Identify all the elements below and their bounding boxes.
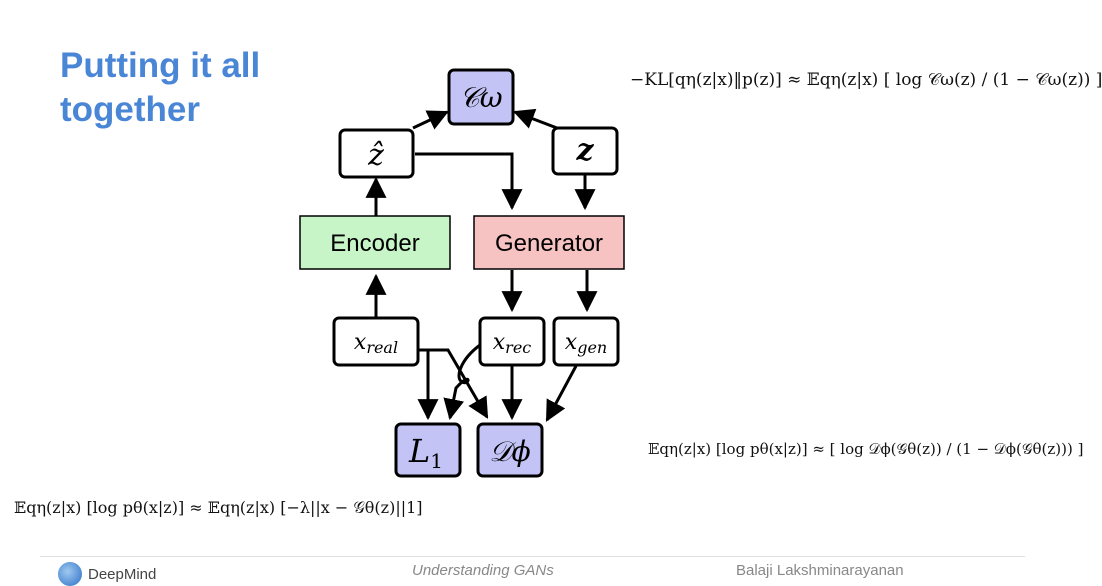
slide-title-line1: Putting it all bbox=[60, 46, 261, 85]
footer-divider bbox=[40, 556, 1025, 557]
svg-text:𝒞ω: 𝒞ω bbox=[459, 81, 502, 114]
svg-text:xrec: xrec bbox=[493, 330, 532, 357]
edge-xgen-to-dphi bbox=[545, 365, 578, 422]
svg-text:xgen: xgen bbox=[565, 330, 607, 357]
edge-zhat-to-comega bbox=[412, 110, 449, 130]
svg-text:Encoder: Encoder bbox=[330, 230, 419, 257]
footer-logo: DeepMind bbox=[58, 562, 156, 586]
node-encoder: Encoder bbox=[299, 215, 451, 270]
svg-text:𝒟ϕ: 𝒟ϕ bbox=[489, 435, 530, 468]
diagram-edges bbox=[365, 108, 598, 422]
edge-xreal-to-dphi bbox=[418, 348, 489, 419]
node-x-gen: xgen bbox=[552, 316, 620, 367]
footer-talk-title: Understanding GANs bbox=[412, 562, 554, 579]
svg-text:z: z bbox=[575, 133, 594, 168]
slide-title-line2: together bbox=[60, 90, 200, 129]
edge-zhat-to-generator bbox=[415, 152, 523, 211]
svg-text:ẑ: ẑ bbox=[367, 138, 384, 173]
architecture-diagram: 𝒞ω ẑ z Encoder Generator xreal xrec xgen… bbox=[299, 68, 625, 478]
discriminator-formula: 𝔼qη(z|x) [log pθ(x|z)] ≈ [ log 𝒟ϕ(𝒢θ(z))… bbox=[648, 440, 1084, 458]
reconstruction-formula: 𝔼qη(z|x) [log pθ(x|z)] ≈ 𝔼qη(z|x) [−λ||x… bbox=[14, 498, 423, 517]
node-z: z bbox=[551, 126, 619, 176]
svg-text:Generator: Generator bbox=[495, 230, 603, 257]
node-x-real: xreal bbox=[332, 316, 420, 367]
node-l1: L1 bbox=[394, 422, 462, 478]
svg-text:L1: L1 bbox=[408, 432, 443, 473]
kl-formula: −KL[qη(z|x)‖p(z)] ≈ 𝔼qη(z|x) [ log 𝒞ω(z)… bbox=[630, 70, 1102, 90]
edge-xrec-to-l1 bbox=[443, 343, 481, 421]
slide-title: Putting it all together bbox=[60, 44, 260, 132]
node-generator: Generator bbox=[473, 215, 625, 270]
node-d-phi: 𝒟ϕ bbox=[476, 422, 544, 478]
node-z-hat: ẑ bbox=[338, 128, 415, 179]
node-c-omega: 𝒞ω bbox=[447, 68, 515, 126]
deepmind-logo-icon bbox=[58, 562, 82, 586]
node-x-rec: xrec bbox=[478, 316, 546, 367]
footer-logo-text: DeepMind bbox=[88, 565, 157, 583]
svg-text:xreal: xreal bbox=[354, 330, 398, 357]
footer-author: Balaji Lakshminarayanan bbox=[736, 562, 904, 579]
edge-z-to-comega bbox=[513, 108, 558, 130]
